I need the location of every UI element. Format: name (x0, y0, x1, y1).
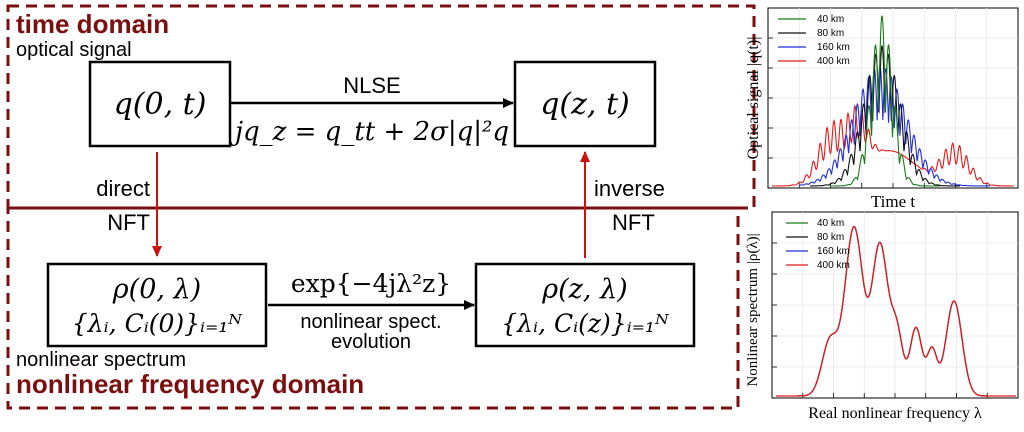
evolution-label-1: nonlinear spect. (300, 311, 441, 333)
chart1-curves (772, 15, 1014, 187)
time-domain-label: time domain (16, 9, 169, 39)
frequency-domain-frame (6, 206, 740, 410)
chart1-ylabel: Optical signal |q(t)| (745, 37, 762, 160)
series-40km-line (830, 15, 940, 187)
box-q0 (88, 60, 232, 148)
series-80km-line (810, 44, 960, 187)
chart2-legend-160km: 160 km (817, 246, 850, 257)
series-160km-line (799, 65, 991, 187)
chart2-xlabel: Real nonlinear frequency λ (808, 405, 982, 422)
chart1-legend-80km: 80 km (817, 28, 844, 39)
box-q0-text: q(0, t) (114, 87, 207, 122)
nonlinear-spectrum-label: nonlinear spectrum (16, 349, 186, 371)
optical-signal-chart: 40 km 80 km 160 km 400 km Time t Optical… (745, 7, 1019, 211)
nlse-equation: jq_z = q_tt + 2σ|q|²q (230, 117, 509, 147)
box-qz-text: q(z, t) (540, 87, 630, 122)
evolution-label-2: evolution (331, 331, 411, 353)
chart2-legend-40km: 40 km (817, 218, 844, 229)
direct-nft-label: NFT (107, 210, 150, 235)
box-rhoz-line2: {λᵢ, Cᵢ(z)}ᵢ₌₁ᴺ (501, 309, 670, 338)
series-400km-line (776, 225, 1016, 397)
chart1-legend-40km: 40 km (817, 14, 844, 25)
box-rho0-line1: ρ(0, λ) (112, 274, 201, 305)
box-rho0-line2: {λᵢ, Cᵢ(0)}ᵢ₌₁ᴺ (72, 309, 243, 338)
optical-signal-label: optical signal (16, 39, 132, 61)
box-rhoz-line1: ρ(z, λ) (541, 274, 627, 305)
time-domain-frame (6, 4, 756, 210)
nonlinear-spectrum-chart: 40 km 80 km 160 km 400 km Real nonlinear… (745, 211, 1019, 422)
nonlinear-frequency-domain-label: nonlinear frequency domain (16, 369, 364, 399)
chart2-legend-400km: 400 km (817, 260, 850, 271)
chart1-legend-400km: 400 km (817, 56, 850, 67)
chart1-legend-160km: 160 km (817, 42, 850, 53)
chart2-ylabel: Nonlinear spectrum |ρ(λ)| (745, 233, 761, 386)
series-400km-line (772, 104, 1014, 187)
box-qz (513, 60, 657, 148)
chart2-legend: 40 km 80 km 160 km 400 km (786, 218, 850, 271)
box-rho0 (46, 262, 268, 348)
chart1-xlabel: Time t (871, 192, 916, 211)
chart1-legend: 40 km 80 km 160 km 400 km (778, 14, 850, 67)
evolution-equation: exp{−4jλ²z} (291, 269, 451, 298)
inverse-label: inverse (594, 176, 665, 201)
nlse-label: NLSE (343, 73, 400, 98)
direct-label: direct (96, 176, 150, 201)
chart2-legend-80km: 80 km (817, 232, 844, 243)
box-rhoz (474, 262, 696, 348)
inverse-nft-label: NFT (612, 210, 655, 235)
chart2-curves (776, 225, 1016, 397)
